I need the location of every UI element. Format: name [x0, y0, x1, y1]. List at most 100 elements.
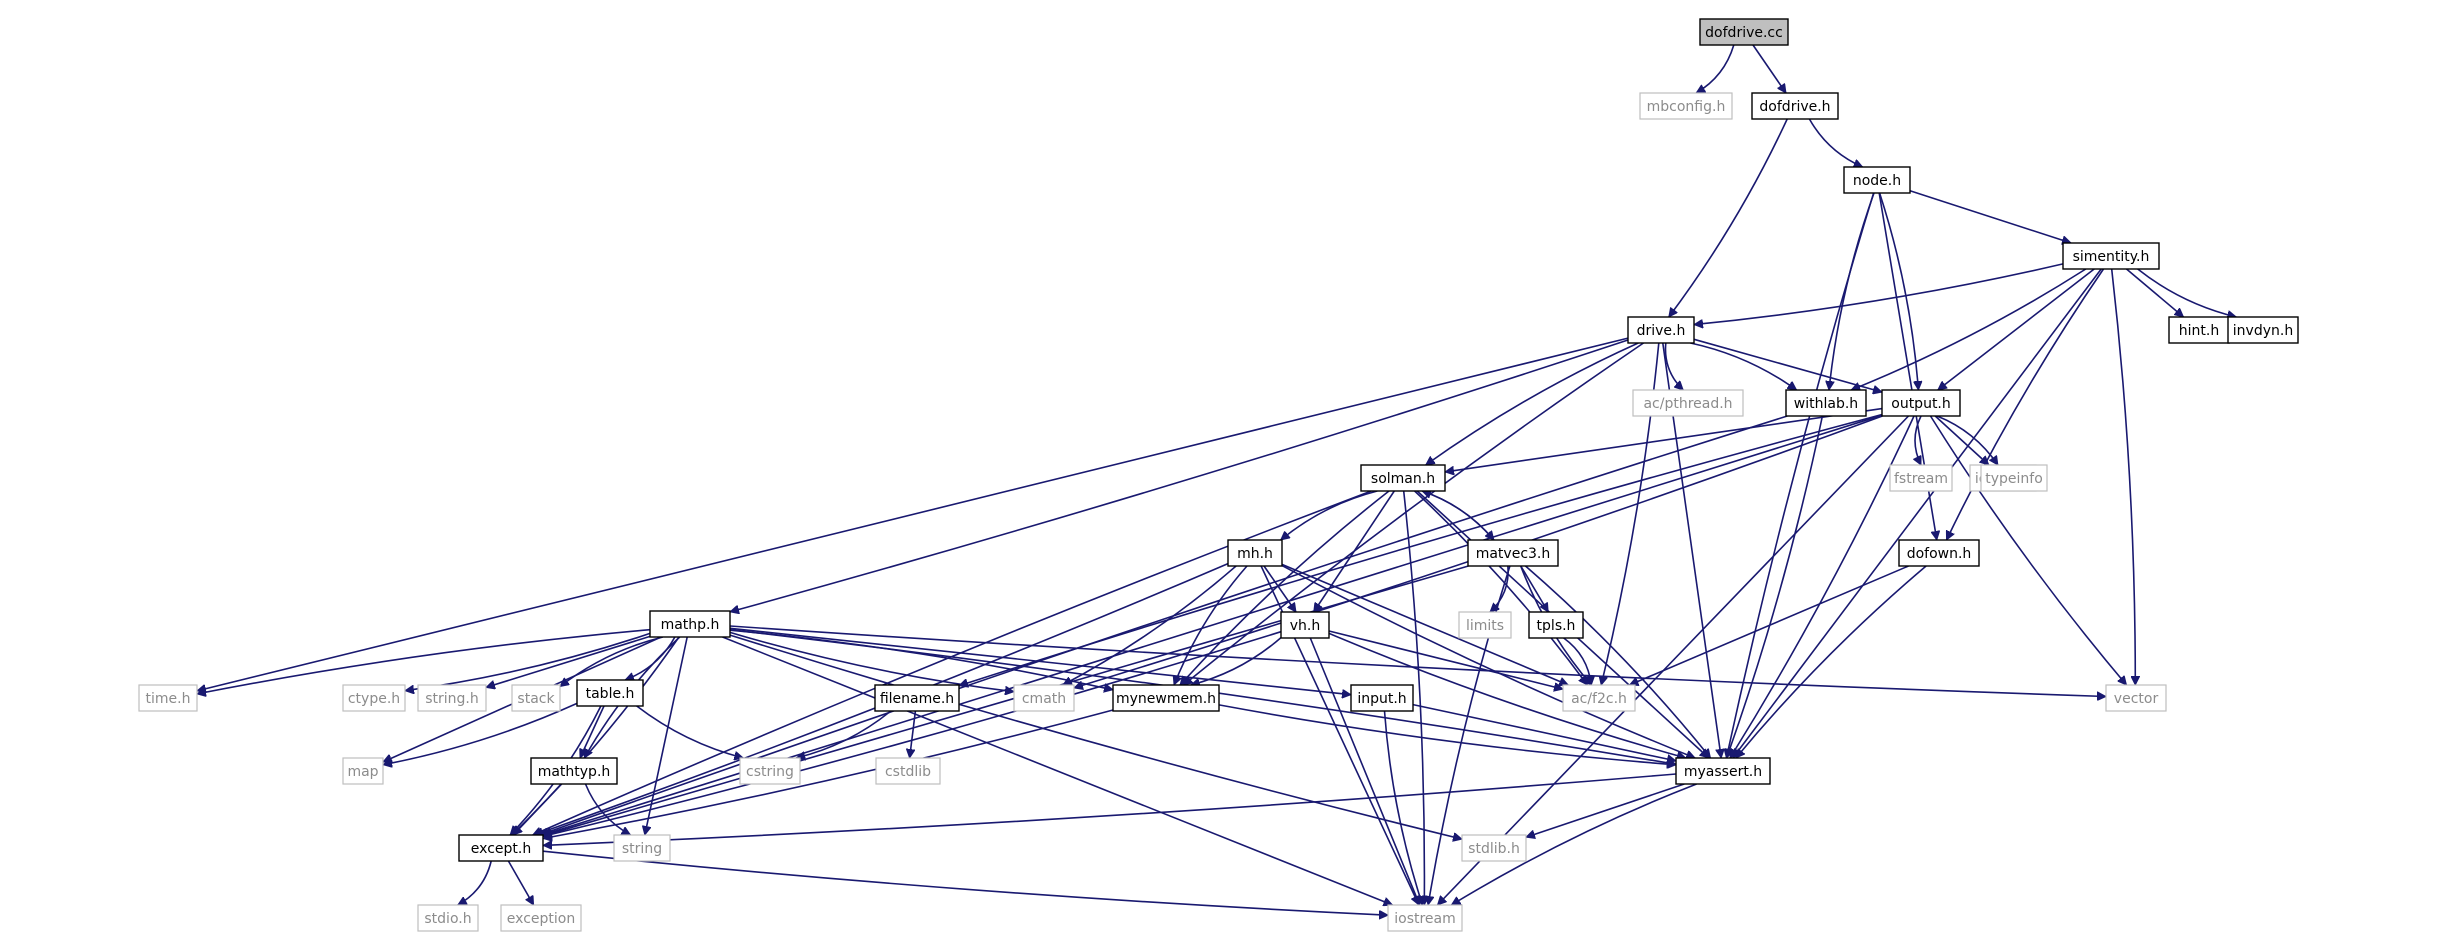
node-table_h[interactable]: table.h [576, 679, 644, 707]
node-label-vh_h: vh.h [1290, 618, 1320, 634]
edge-drive_h-to-output_h [1693, 338, 1882, 392]
node-label-ctype_h: ctype.h [348, 691, 400, 707]
edge-matvec3_h-to-except_h [543, 565, 1469, 836]
node-ctype_h: ctype.h [342, 684, 406, 712]
node-matvec3_h[interactable]: matvec3.h [1467, 539, 1559, 567]
node-box-stdlib_h [1461, 834, 1527, 862]
node-box-ctype_h [342, 684, 406, 712]
edge-node_h-to-simentity_h [1909, 189, 2071, 243]
node-label-map: map [347, 764, 378, 780]
node-hint_h[interactable]: hint.h [2168, 316, 2230, 344]
edge-vh_h-to-mynewmem_h [1191, 636, 1282, 685]
edge-solman_h-to-ac_f2c_h [1414, 490, 1589, 685]
node-except_h[interactable]: except.h [458, 834, 544, 862]
edge-output_h-to-solman_h [1445, 407, 1883, 472]
edge-drive_h-to-ac_f2c_h [1601, 342, 1660, 685]
node-dofdrive_cc[interactable]: dofdrive.cc [1699, 18, 1789, 46]
edge-simentity_h-to-withlab_h [1851, 268, 2087, 390]
node-label-myassert_h: myassert.h [1684, 764, 1762, 780]
node-time_h: time.h [138, 684, 198, 712]
node-invdyn_h[interactable]: invdyn.h [2227, 316, 2299, 344]
edge-output_h-to-fstream [1915, 415, 1922, 465]
node-box-cstring [739, 757, 801, 785]
edge-node_h-to-myassert_h [1726, 192, 1875, 758]
node-box-map [342, 757, 384, 785]
node-typeinfo: typeinfo [1980, 464, 2048, 492]
edge-mathp_h-to-time_h [197, 628, 651, 694]
node-input_h[interactable]: input.h [1350, 684, 1414, 712]
node-label-withlab_h: withlab.h [1794, 396, 1858, 412]
edge-node_h-to-withlab_h [1829, 192, 1875, 390]
edge-drive_h-to-mathp_h [730, 339, 1629, 612]
edge-table_h-to-cstring [636, 705, 744, 758]
node-label-input_h: input.h [1357, 691, 1406, 707]
edge-mathp_h-to-stdlib_h [729, 634, 1462, 839]
node-label-mathtyp_h: mathtyp.h [538, 764, 611, 780]
node-mh_h[interactable]: mh.h [1227, 539, 1283, 567]
edge-simentity_h-to-myassert_h [1732, 268, 2102, 758]
edge-table_h-to-map [383, 702, 578, 764]
edge-mynewmem_h-to-myassert_h [1218, 704, 1676, 765]
edge-except_h-to-stdio_h [458, 860, 492, 906]
nodes: dofdrive.cc mbconfig.h dofdrive.h node.h sim… [138, 18, 2299, 932]
node-vh_h[interactable]: vh.h [1280, 611, 1330, 639]
node-filename_h[interactable]: filename.h [874, 684, 960, 712]
edge-vh_h-to-except_h [543, 630, 1282, 837]
edge-mh_h-to-myassert_h [1281, 564, 1695, 758]
node-label-mh_h: mh.h [1237, 546, 1273, 562]
edge-input_h-to-iostream [1383, 710, 1423, 905]
node-map: map [342, 757, 384, 785]
node-label-ac_f2c_h: ac/f2c.h [1571, 691, 1627, 707]
node-box-drive_h [1627, 316, 1695, 344]
node-dofdrive_h[interactable]: dofdrive.h [1751, 92, 1839, 120]
node-output_h[interactable]: output.h [1881, 389, 1961, 417]
node-myassert_h[interactable]: myassert.h [1675, 757, 1771, 785]
node-label-iostream: iostream [1394, 911, 1456, 927]
node-solman_h[interactable]: solman.h [1360, 464, 1446, 492]
edge-solman_h-to-vh_h [1313, 490, 1395, 612]
edge-output_h-to-vector [1929, 415, 2127, 685]
node-mathp_h[interactable]: mathp.h [649, 610, 731, 638]
node-box-vector [2105, 684, 2167, 712]
edge-drive_h-to-withlab_h [1690, 342, 1796, 391]
node-label-node_h: node.h [1853, 173, 1901, 189]
edge-myassert_h-to-except_h [543, 773, 1677, 845]
edge-drive_h-to-solman_h [1426, 342, 1639, 466]
node-box-cstdlib [875, 757, 941, 785]
node-drive_h[interactable]: drive.h [1627, 316, 1695, 344]
edge-myassert_h-to-stdlib_h [1526, 783, 1685, 837]
node-box-except_h [458, 834, 544, 862]
node-box-time_h [138, 684, 198, 712]
node-box-mbconfig_h [1639, 92, 1733, 120]
node-simentity_h[interactable]: simentity.h [2062, 242, 2160, 270]
node-vector: vector [2105, 684, 2167, 712]
node-box-exception [500, 904, 582, 932]
node-label-cmath: cmath [1022, 691, 1066, 707]
edge-solman_h-to-mh_h [1281, 490, 1378, 540]
edge-mh_h-to-ac_f2c_h [1281, 563, 1568, 685]
node-label-mynewmem_h: mynewmem.h [1116, 691, 1216, 707]
node-dofown_h[interactable]: dofown.h [1898, 539, 1980, 567]
edge-mathtyp_h-to-except_h [513, 783, 563, 835]
node-mathtyp_h[interactable]: mathtyp.h [530, 757, 618, 785]
edge-mathp_h-to-string_h [486, 635, 651, 687]
node-box-input_h [1350, 684, 1414, 712]
node-label-mathp_h: mathp.h [661, 617, 720, 633]
node-node_h[interactable]: node.h [1843, 166, 1911, 194]
edge-solman_h-to-iostream [1402, 490, 1425, 905]
edge-simentity_h-to-invdyn_h [2137, 268, 2237, 317]
edge-simentity_h-to-output_h [1938, 268, 2095, 391]
node-tpls_h[interactable]: tpls.h [1528, 611, 1584, 639]
edge-simentity_h-to-hint_h [2125, 268, 2184, 317]
node-box-dofown_h [1898, 539, 1980, 567]
node-string_h: string.h [417, 684, 487, 712]
node-box-iostream [1387, 904, 1463, 932]
edge-output_h-to-typeinfo [1936, 415, 1999, 465]
node-withlab_h[interactable]: withlab.h [1785, 389, 1867, 417]
node-mbconfig_h: mbconfig.h [1639, 92, 1733, 120]
node-mynewmem_h[interactable]: mynewmem.h [1112, 684, 1220, 712]
edge-mathp_h-to-cmath [729, 631, 1014, 691]
edge-output_h-to-myassert_h [1729, 415, 1915, 758]
node-box-limits [1458, 611, 1512, 639]
